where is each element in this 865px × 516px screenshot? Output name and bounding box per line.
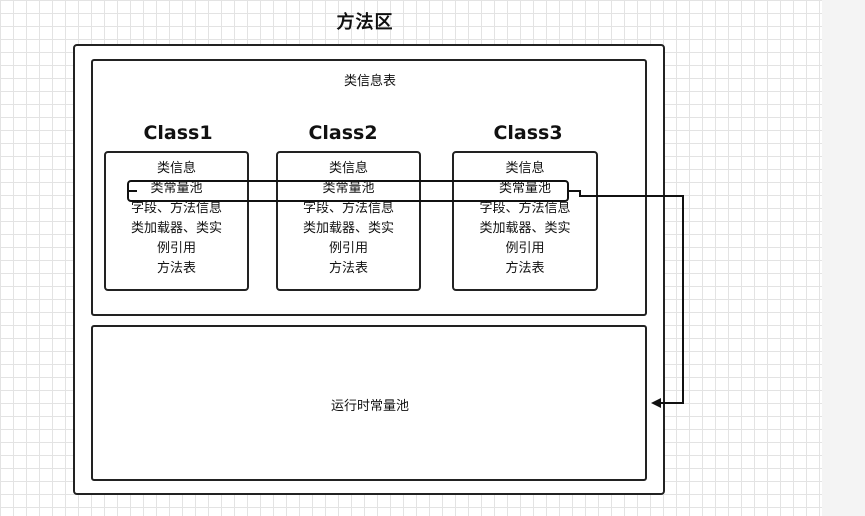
class3-item-method-table: 方法表: [505, 261, 545, 276]
class1-item-classloader: 类加载器、类实: [130, 221, 222, 236]
class2-item-class-info: 类信息: [328, 161, 368, 176]
class3-item-class-info: 类信息: [505, 161, 545, 176]
class3-item-instance-ref: 例引用: [505, 241, 545, 256]
class3-item-constant-pool: 类常量池: [498, 181, 551, 196]
method-area-title: 方法区: [336, 12, 394, 33]
class2-item-constant-pool: 类常量池: [322, 181, 375, 196]
class1-item-fields-methods: 字段、方法信息: [130, 201, 222, 216]
class1-item-constant-pool: 类常量池: [150, 181, 203, 196]
class1-item-class-info: 类信息: [156, 161, 196, 176]
class3-item-fields-methods: 字段、方法信息: [479, 201, 571, 216]
background-strip: [822, 0, 865, 516]
class2-item-instance-ref: 例引用: [328, 241, 368, 256]
class2-item-method-table: 方法表: [328, 261, 368, 276]
class1-item-method-table: 方法表: [156, 261, 196, 276]
class3-title: Class3: [493, 122, 563, 144]
constant-pool-highlight-band: [127, 180, 569, 202]
class2-item-classloader: 类加载器、类实: [302, 221, 394, 236]
class-info-table-label: 类信息表: [343, 74, 396, 89]
class1-item-instance-ref: 例引用: [156, 241, 196, 256]
runtime-constant-pool-label: 运行时常量池: [330, 399, 409, 414]
class1-box: 类信息 类常量池 字段、方法信息 类加载器、类实 例引用 方法表: [104, 151, 249, 291]
class2-title: Class2: [308, 122, 378, 144]
constant-pool-to-runtime-arrow: [568, 190, 684, 408]
class2-box: 类信息 类常量池 字段、方法信息 类加载器、类实 例引用 方法表: [276, 151, 421, 291]
class2-item-fields-methods: 字段、方法信息: [302, 201, 394, 216]
class3-box: 类信息 类常量池 字段、方法信息 类加载器、类实 例引用 方法表: [452, 151, 598, 291]
runtime-constant-pool-box: [91, 325, 647, 481]
class1-title: Class1: [143, 122, 213, 144]
class3-item-classloader: 类加载器、类实: [479, 221, 571, 236]
